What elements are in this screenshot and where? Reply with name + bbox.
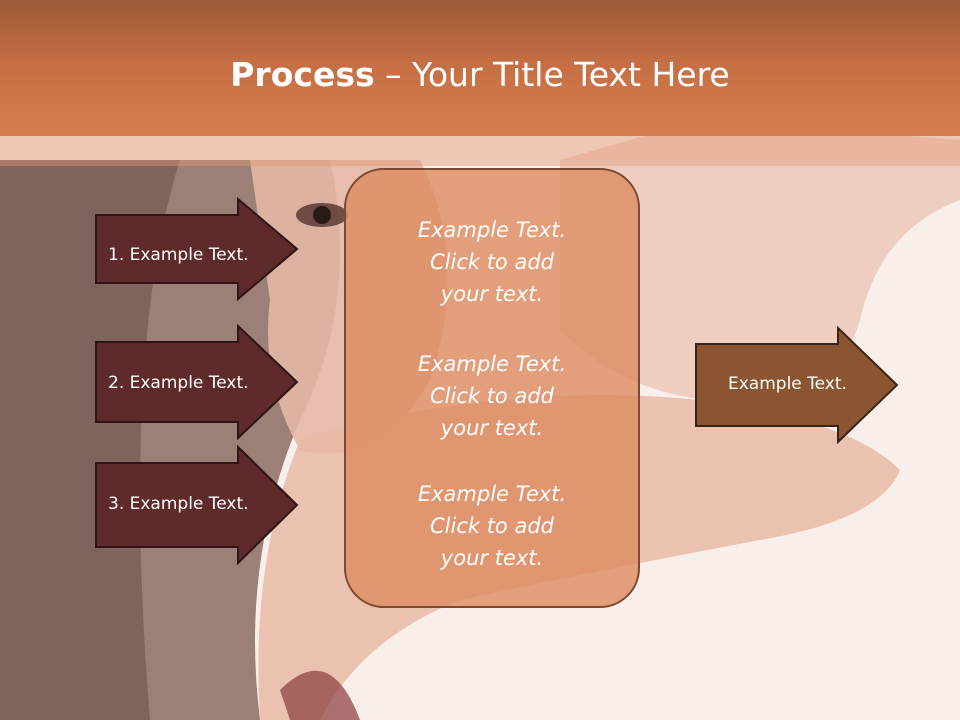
title-band xyxy=(0,0,960,136)
arrow-label: 1. Example Text. xyxy=(108,245,249,265)
arrow-label: 2. Example Text. xyxy=(108,373,249,393)
slide-title: Process – Your Title Text Here xyxy=(0,54,960,96)
center-line: your text. xyxy=(440,282,544,306)
arrow-label: Example Text. xyxy=(728,374,847,394)
center-line: Example Text. xyxy=(417,482,567,506)
center-line: your text. xyxy=(440,416,544,440)
center-line: Click to add xyxy=(429,384,554,408)
arrow-shape xyxy=(695,326,899,444)
right-arrow[interactable]: Example Text. xyxy=(694,326,900,444)
center-block-3: Example Text. Click to add your text. xyxy=(346,478,638,574)
center-block-2: Example Text. Click to add your text. xyxy=(346,348,638,444)
title-rest: – Your Title Text Here xyxy=(374,55,730,94)
center-line: Example Text. xyxy=(417,352,567,376)
left-arrow-2[interactable]: 2. Example Text. xyxy=(94,324,300,440)
center-line: Example Text. xyxy=(417,218,567,242)
arrow-label: 3. Example Text. xyxy=(108,494,249,514)
arrow-shape xyxy=(95,197,299,301)
center-block-1: Example Text. Click to add your text. xyxy=(346,214,638,310)
center-line: your text. xyxy=(440,546,544,570)
title-bold: Process xyxy=(230,55,375,94)
arrow-shape xyxy=(95,324,299,440)
arrow-shape xyxy=(95,445,299,565)
left-arrow-3[interactable]: 3. Example Text. xyxy=(94,445,300,565)
left-arrow-1[interactable]: 1. Example Text. xyxy=(94,197,300,301)
center-line: Click to add xyxy=(429,514,554,538)
center-text-box[interactable]: Example Text. Click to add your text. Ex… xyxy=(344,168,640,608)
center-line: Click to add xyxy=(429,250,554,274)
title-band-shadow xyxy=(0,136,960,166)
